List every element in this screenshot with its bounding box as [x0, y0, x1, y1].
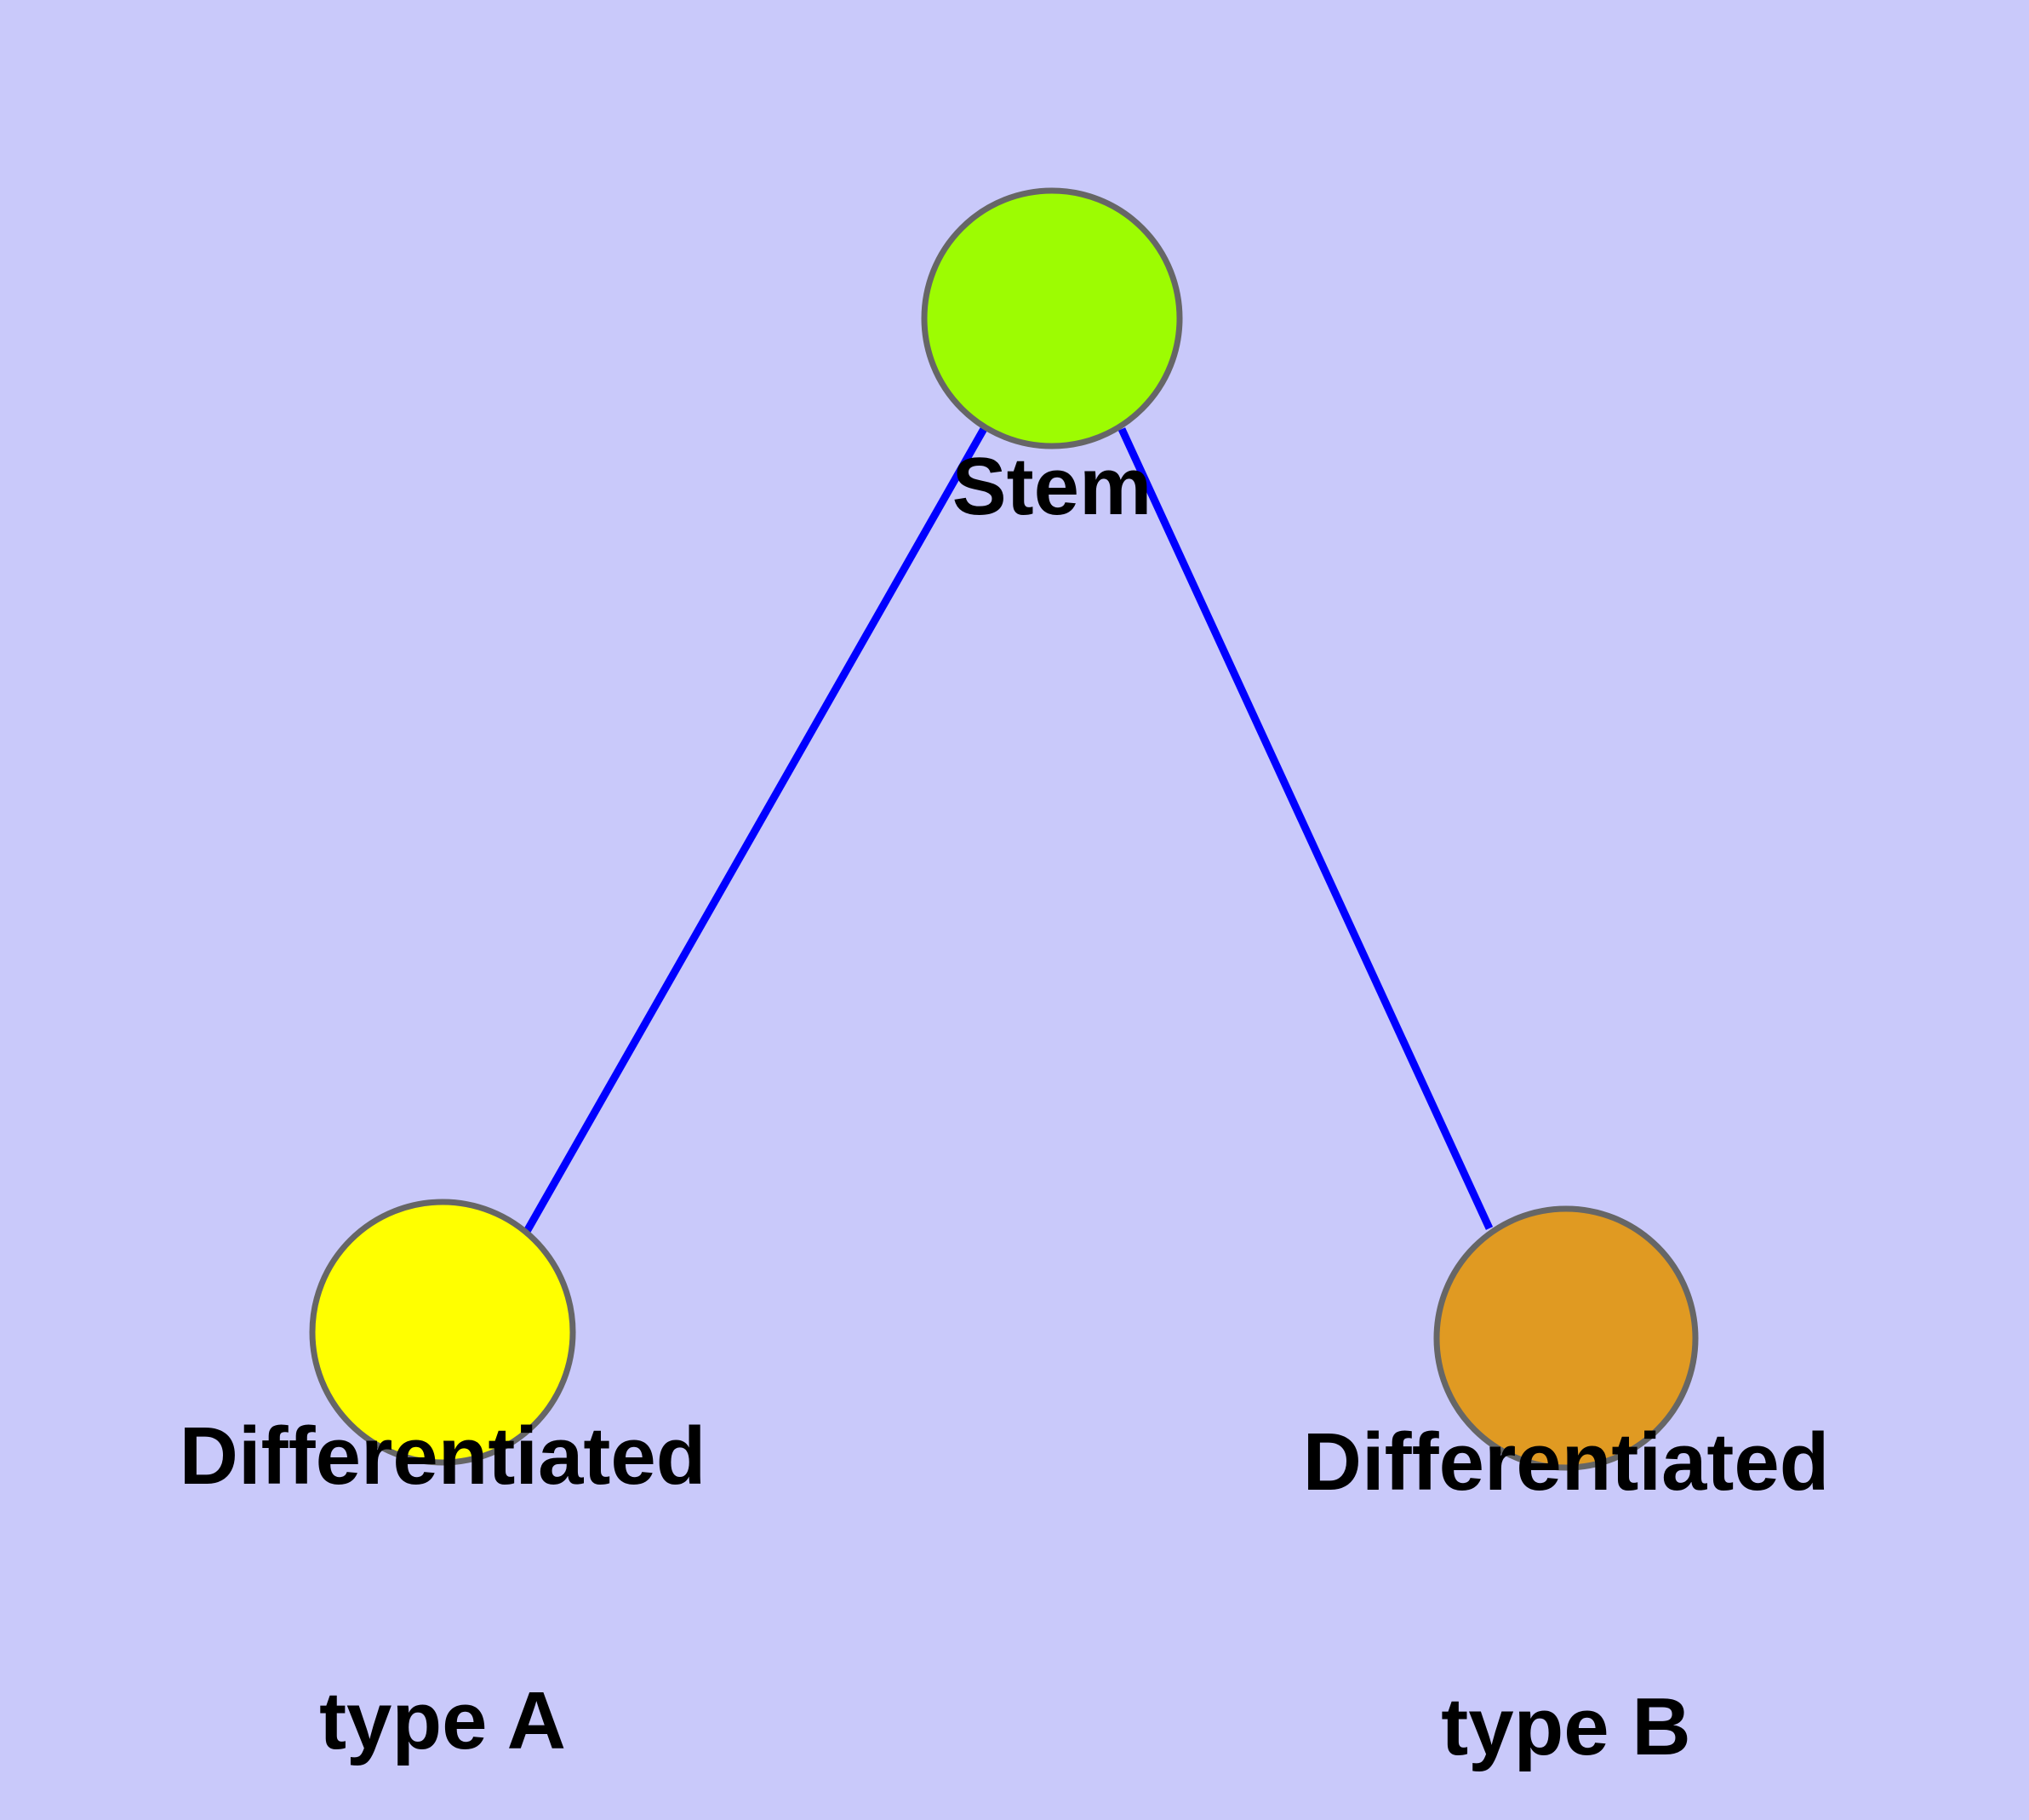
node-stem-circle[interactable] — [921, 187, 1183, 449]
edges-group — [522, 425, 1494, 1237]
node-differentiated-b-circle[interactable] — [1433, 1205, 1699, 1471]
node-differentiated-a-circle[interactable] — [309, 1199, 576, 1466]
edge-stem-to-differentiated-b[interactable] — [1117, 427, 1494, 1230]
edge-stem-to-differentiated-a[interactable] — [522, 425, 988, 1237]
nodes-group — [309, 187, 1699, 1471]
